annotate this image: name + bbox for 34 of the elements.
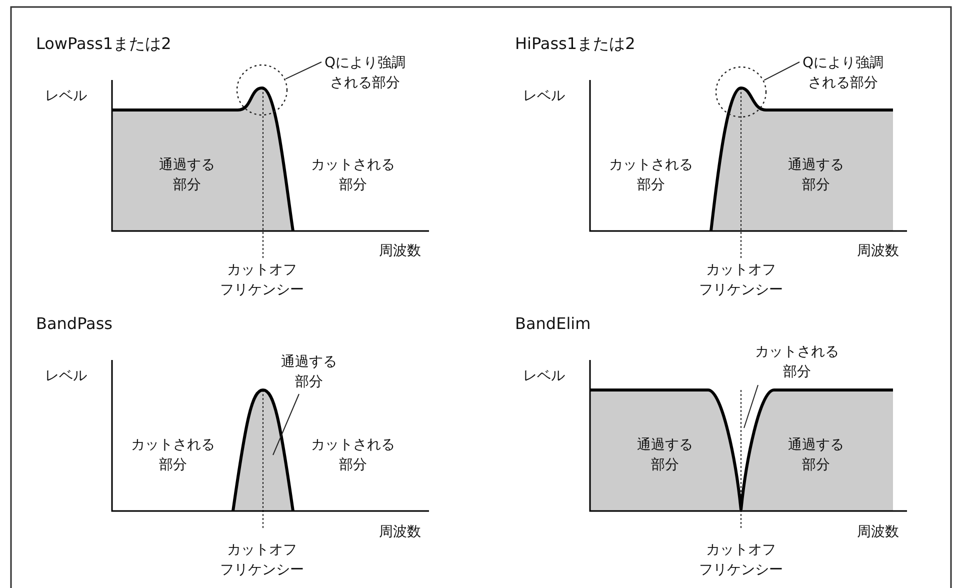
axis-label: 周波数	[379, 242, 421, 261]
axis-label: 周波数	[857, 523, 899, 542]
axis-label: レベル	[523, 367, 565, 386]
region-label: カットされる部分	[311, 436, 395, 475]
panel-title: LowPass1または2	[36, 34, 172, 54]
panel-title: HiPass1または2	[515, 34, 636, 54]
leader-line	[272, 394, 300, 456]
region-label: カットされる部分	[609, 156, 693, 195]
axis-label: レベル	[45, 87, 87, 106]
leader-line	[285, 62, 322, 80]
callout-label: Qにより強調される部分	[802, 53, 884, 93]
region-label: 通過する部分	[159, 156, 215, 195]
dotted-circle	[715, 66, 767, 118]
region-label: 通過する部分	[637, 436, 693, 475]
panel-title: BandPass	[36, 314, 112, 334]
cutoff-label: カットオフフリケンシー	[220, 541, 304, 580]
cutoff-label: カットオフフリケンシー	[699, 541, 783, 580]
axis-label: 周波数	[857, 242, 899, 261]
callout-label: 通過する部分	[281, 352, 337, 392]
leader-line	[744, 384, 758, 428]
cutoff-label: カットオフフリケンシー	[220, 261, 304, 300]
axis-label: 周波数	[379, 523, 421, 542]
axis-label: レベル	[45, 367, 87, 386]
cutoff-label: カットオフフリケンシー	[699, 261, 783, 300]
region-label: カットされる部分	[311, 156, 395, 195]
region-label: カットされる部分	[131, 436, 215, 475]
callout-label: カットされる部分	[755, 342, 839, 382]
region-label: 通過する部分	[788, 156, 844, 195]
callout-label: Qにより強調される部分	[324, 53, 406, 93]
axis-label: レベル	[523, 87, 565, 106]
leader-line	[764, 62, 800, 81]
dotted-circle	[236, 64, 288, 116]
panel-title: BandElim	[515, 314, 591, 334]
region-label: 通過する部分	[788, 436, 844, 475]
